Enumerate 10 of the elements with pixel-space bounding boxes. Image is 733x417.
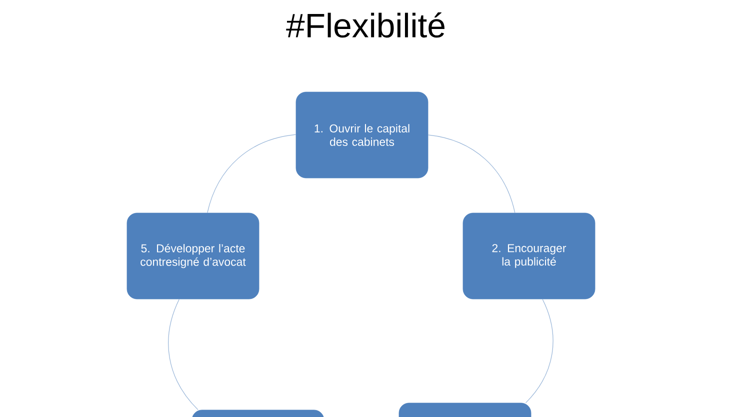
process-box: 2. Encourager la publicité: [462, 212, 596, 300]
process-box: 1. Ouvrir le capital des cabinets: [296, 92, 428, 178]
title: #Flexibilité: [286, 12, 444, 38]
connector-arc: [525, 298, 554, 404]
process-box: 5. Développer l’acte contresigné d’avocat: [126, 212, 260, 300]
connector-arc: [207, 134, 296, 214]
empty-box: [192, 410, 324, 417]
empty-box: [398, 402, 532, 417]
connector-arc: [168, 298, 198, 410]
connector-arc: [428, 134, 516, 214]
